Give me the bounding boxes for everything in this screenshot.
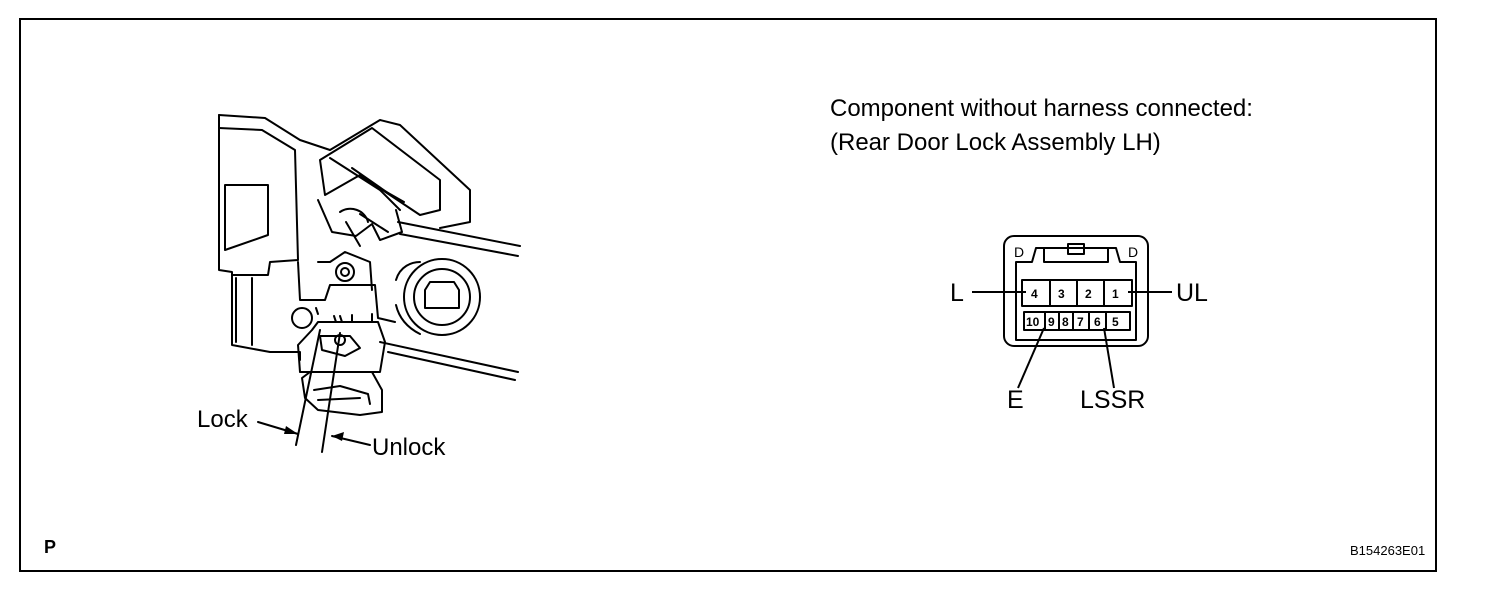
pin-number: 8 <box>1062 315 1069 329</box>
terminal-label-lssr: LSSR <box>1080 386 1146 414</box>
terminal-label-l: L <box>950 279 964 307</box>
figure-frame <box>19 18 1437 572</box>
caption-line-2: (Rear Door Lock Assembly LH) <box>830 129 1161 156</box>
terminal-label-ul: UL <box>1176 279 1208 307</box>
caption-line-1: Component without harness connected: <box>830 95 1253 122</box>
corner-mark-left: D <box>1014 244 1024 260</box>
pin-number: 4 <box>1031 287 1038 301</box>
pin-number: 10 <box>1026 315 1040 329</box>
pin-number: 7 <box>1077 315 1084 329</box>
corner-letter: P <box>44 537 57 557</box>
figure-code: B154263E01 <box>1350 543 1426 558</box>
unlock-label: Unlock <box>372 434 446 461</box>
corner-mark-right: D <box>1128 244 1138 260</box>
terminal-label-e: E <box>1007 386 1024 414</box>
pin-number: 9 <box>1048 315 1055 329</box>
pin-number: 2 <box>1085 287 1092 301</box>
pin-number: 5 <box>1112 315 1119 329</box>
lock-label: Lock <box>197 406 248 433</box>
pin-number: 3 <box>1058 287 1065 301</box>
pin-number: 6 <box>1094 315 1101 329</box>
pin-number: 1 <box>1112 287 1119 301</box>
